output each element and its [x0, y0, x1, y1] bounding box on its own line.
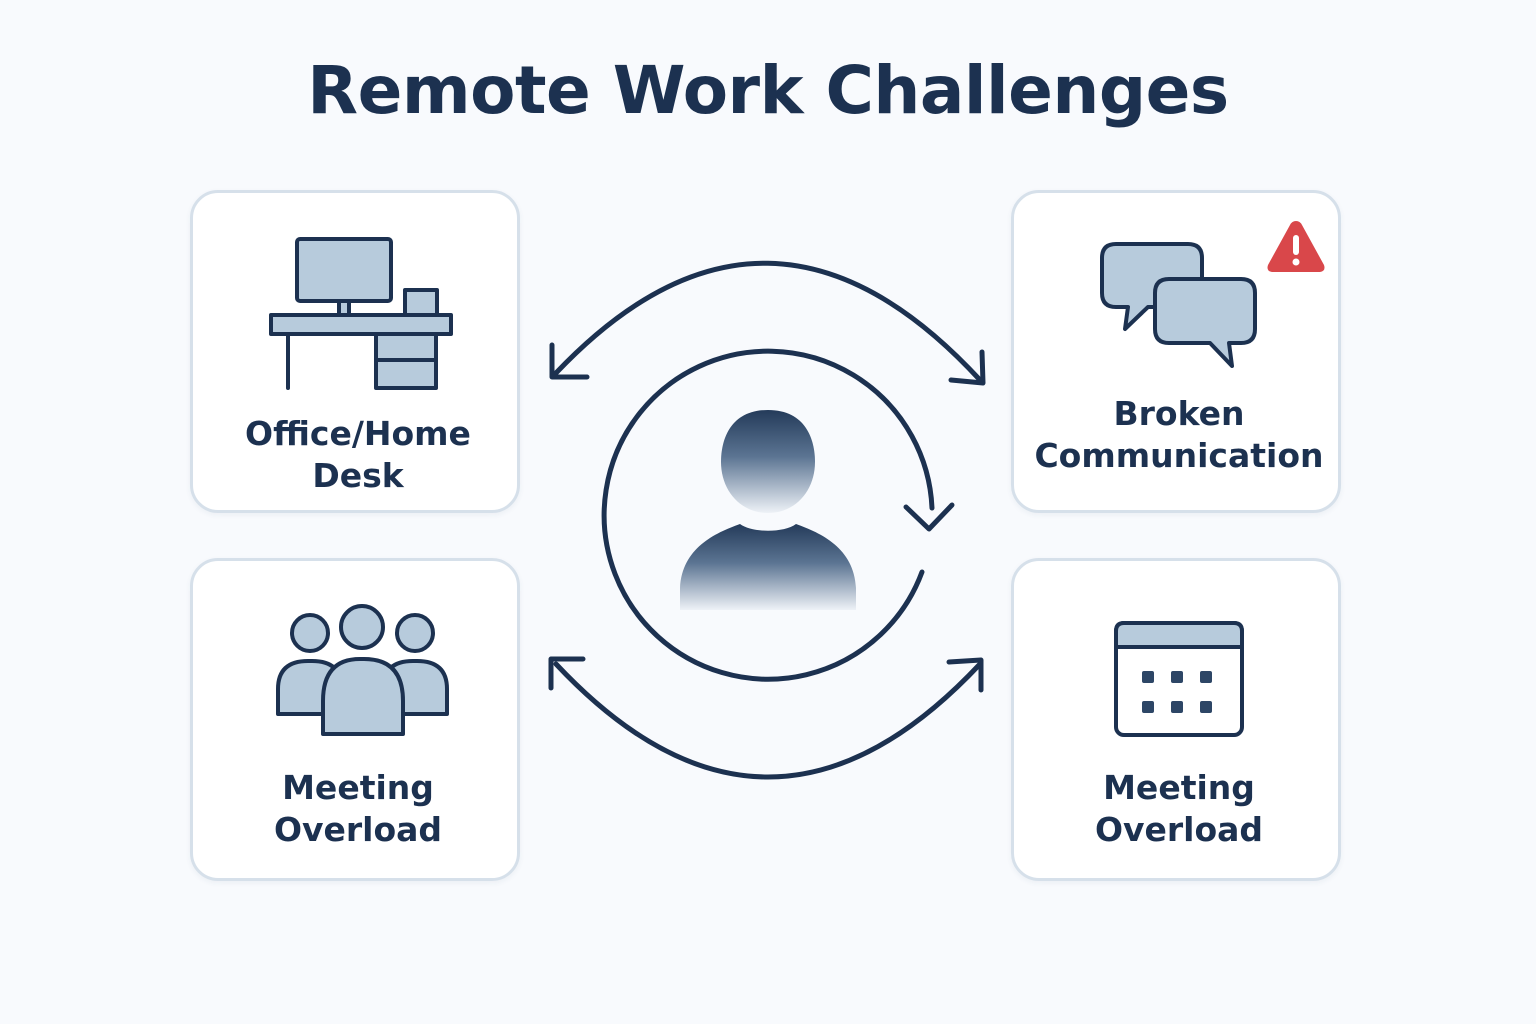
- card-meeting-overload-right: Meeting Overload: [1011, 558, 1341, 881]
- card-meeting-overload-left: Meeting Overload: [190, 558, 520, 881]
- top-double-arrow: [549, 260, 986, 386]
- chat-bubbles-icon: [1100, 242, 1257, 368]
- card-label: Meeting Overload: [1094, 768, 1264, 849]
- bottom-double-arrow: [548, 656, 984, 780]
- card-broken-communication: Broken Communication: [1011, 190, 1341, 513]
- card-office-home-desk: Office/Home Desk: [190, 190, 520, 513]
- circular-arrows-icon: [601, 348, 955, 682]
- card-label: Meeting Overload: [273, 768, 443, 849]
- calendar-icon: [1114, 621, 1244, 737]
- desk-computer-icon: [269, 237, 453, 390]
- warning-icon: [1267, 221, 1325, 272]
- people-group-icon: [276, 604, 449, 736]
- card-label: Office/Home Desk: [245, 414, 471, 495]
- person-avatar-icon: [680, 410, 856, 610]
- card-label: Broken Communication: [1034, 394, 1324, 475]
- page-title: Remote Work Challenges: [307, 52, 1229, 129]
